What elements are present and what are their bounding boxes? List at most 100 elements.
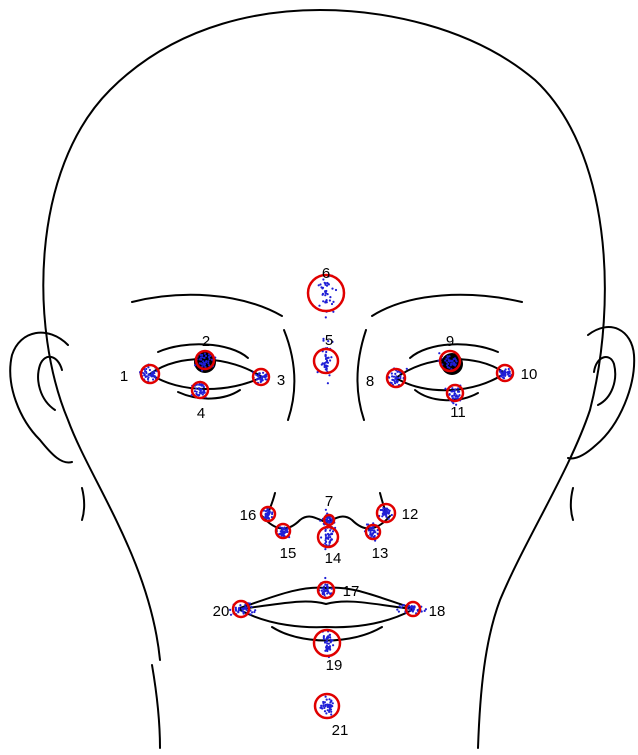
sample-point bbox=[328, 698, 330, 700]
sample-point bbox=[456, 360, 458, 362]
sample-point bbox=[149, 369, 151, 371]
landmark-13-label: 13 bbox=[372, 545, 389, 562]
sample-point bbox=[322, 300, 324, 302]
landmark-18-label: 18 bbox=[429, 603, 446, 620]
sample-point bbox=[327, 646, 329, 648]
sample-point bbox=[453, 394, 455, 396]
left-eyebrow bbox=[132, 295, 282, 316]
sample-point bbox=[335, 289, 337, 291]
sample-point bbox=[238, 607, 240, 609]
sample-point bbox=[198, 394, 200, 396]
nose-bridge-left bbox=[284, 330, 294, 420]
sample-point bbox=[250, 606, 252, 608]
landmark-17-label: 17 bbox=[343, 583, 360, 600]
sample-point bbox=[326, 518, 328, 520]
sample-point bbox=[260, 380, 262, 382]
sample-point bbox=[325, 355, 327, 357]
landmark-7-label: 7 bbox=[325, 493, 333, 510]
sample-point bbox=[394, 373, 396, 375]
left-ear bbox=[10, 333, 72, 463]
sample-point bbox=[504, 370, 506, 372]
landmark-19-label: 19 bbox=[326, 657, 343, 674]
sample-point bbox=[284, 527, 286, 529]
sample-point bbox=[243, 611, 245, 613]
sample-point bbox=[395, 375, 397, 377]
right-cheek-line bbox=[571, 488, 573, 520]
landmark-4-label: 4 bbox=[197, 405, 205, 422]
landmark-14-label: 14 bbox=[325, 550, 342, 567]
sample-point bbox=[328, 534, 330, 536]
sample-point bbox=[388, 511, 390, 513]
sample-point bbox=[145, 368, 147, 370]
sample-point bbox=[325, 696, 327, 698]
sample-point bbox=[373, 529, 375, 531]
landmark-12-label: 12 bbox=[402, 506, 419, 523]
sample-point bbox=[326, 642, 328, 644]
sample-point bbox=[325, 712, 327, 714]
landmark-9-label: 9 bbox=[446, 333, 454, 350]
sample-point bbox=[319, 520, 321, 522]
sample-point bbox=[451, 360, 453, 362]
sample-point bbox=[330, 538, 332, 540]
sample-point bbox=[396, 609, 398, 611]
sample-point bbox=[320, 705, 322, 707]
neck-left bbox=[152, 665, 160, 748]
sample-point bbox=[324, 301, 326, 303]
sample-point bbox=[383, 510, 385, 512]
sample-point bbox=[325, 358, 327, 360]
sample-point bbox=[400, 606, 402, 608]
sample-point bbox=[324, 577, 326, 579]
sample-point bbox=[327, 520, 329, 522]
sample-point bbox=[327, 709, 329, 711]
left-ear-inner bbox=[38, 357, 62, 410]
sample-point bbox=[330, 713, 332, 715]
left-cheek-line bbox=[82, 488, 84, 520]
sample-point bbox=[230, 614, 232, 616]
sample-point bbox=[323, 638, 325, 640]
sample-point bbox=[257, 375, 259, 377]
sample-point bbox=[200, 392, 202, 394]
sample-point bbox=[450, 364, 452, 366]
sample-point bbox=[385, 513, 387, 515]
sample-point bbox=[402, 604, 404, 606]
sample-point bbox=[448, 355, 450, 357]
nose-bridge-right bbox=[357, 330, 366, 420]
sample-point bbox=[202, 360, 204, 362]
sample-point bbox=[324, 584, 326, 586]
sample-point bbox=[324, 366, 326, 368]
sample-point bbox=[330, 641, 332, 643]
sample-point bbox=[412, 610, 414, 612]
sample-point bbox=[207, 362, 209, 364]
sample-point bbox=[324, 282, 326, 284]
sample-point bbox=[324, 530, 326, 532]
sample-point bbox=[326, 589, 328, 591]
sample-point bbox=[396, 377, 398, 379]
sample-point bbox=[262, 372, 264, 374]
sample-point bbox=[329, 639, 331, 641]
sample-point bbox=[329, 299, 331, 301]
sample-point bbox=[251, 611, 253, 613]
sample-point bbox=[438, 352, 440, 354]
sample-point bbox=[329, 529, 331, 531]
sample-point bbox=[266, 517, 268, 519]
sample-point bbox=[203, 390, 205, 392]
sample-point bbox=[331, 288, 333, 290]
sample-point bbox=[327, 382, 329, 384]
sample-point bbox=[285, 529, 287, 531]
sample-point bbox=[205, 355, 207, 357]
sample-point bbox=[458, 391, 460, 393]
sample-point bbox=[446, 361, 448, 363]
sample-point bbox=[144, 370, 146, 372]
sample-point bbox=[329, 709, 331, 711]
sample-point bbox=[329, 636, 331, 638]
nose-bottom-right bbox=[326, 516, 390, 529]
sample-point bbox=[325, 535, 327, 537]
sample-point bbox=[507, 373, 509, 375]
sample-point bbox=[239, 604, 241, 606]
sample-point bbox=[445, 358, 447, 360]
sample-point bbox=[268, 511, 270, 513]
sample-point bbox=[326, 699, 328, 701]
sample-point bbox=[447, 366, 449, 368]
sample-point bbox=[322, 293, 324, 295]
